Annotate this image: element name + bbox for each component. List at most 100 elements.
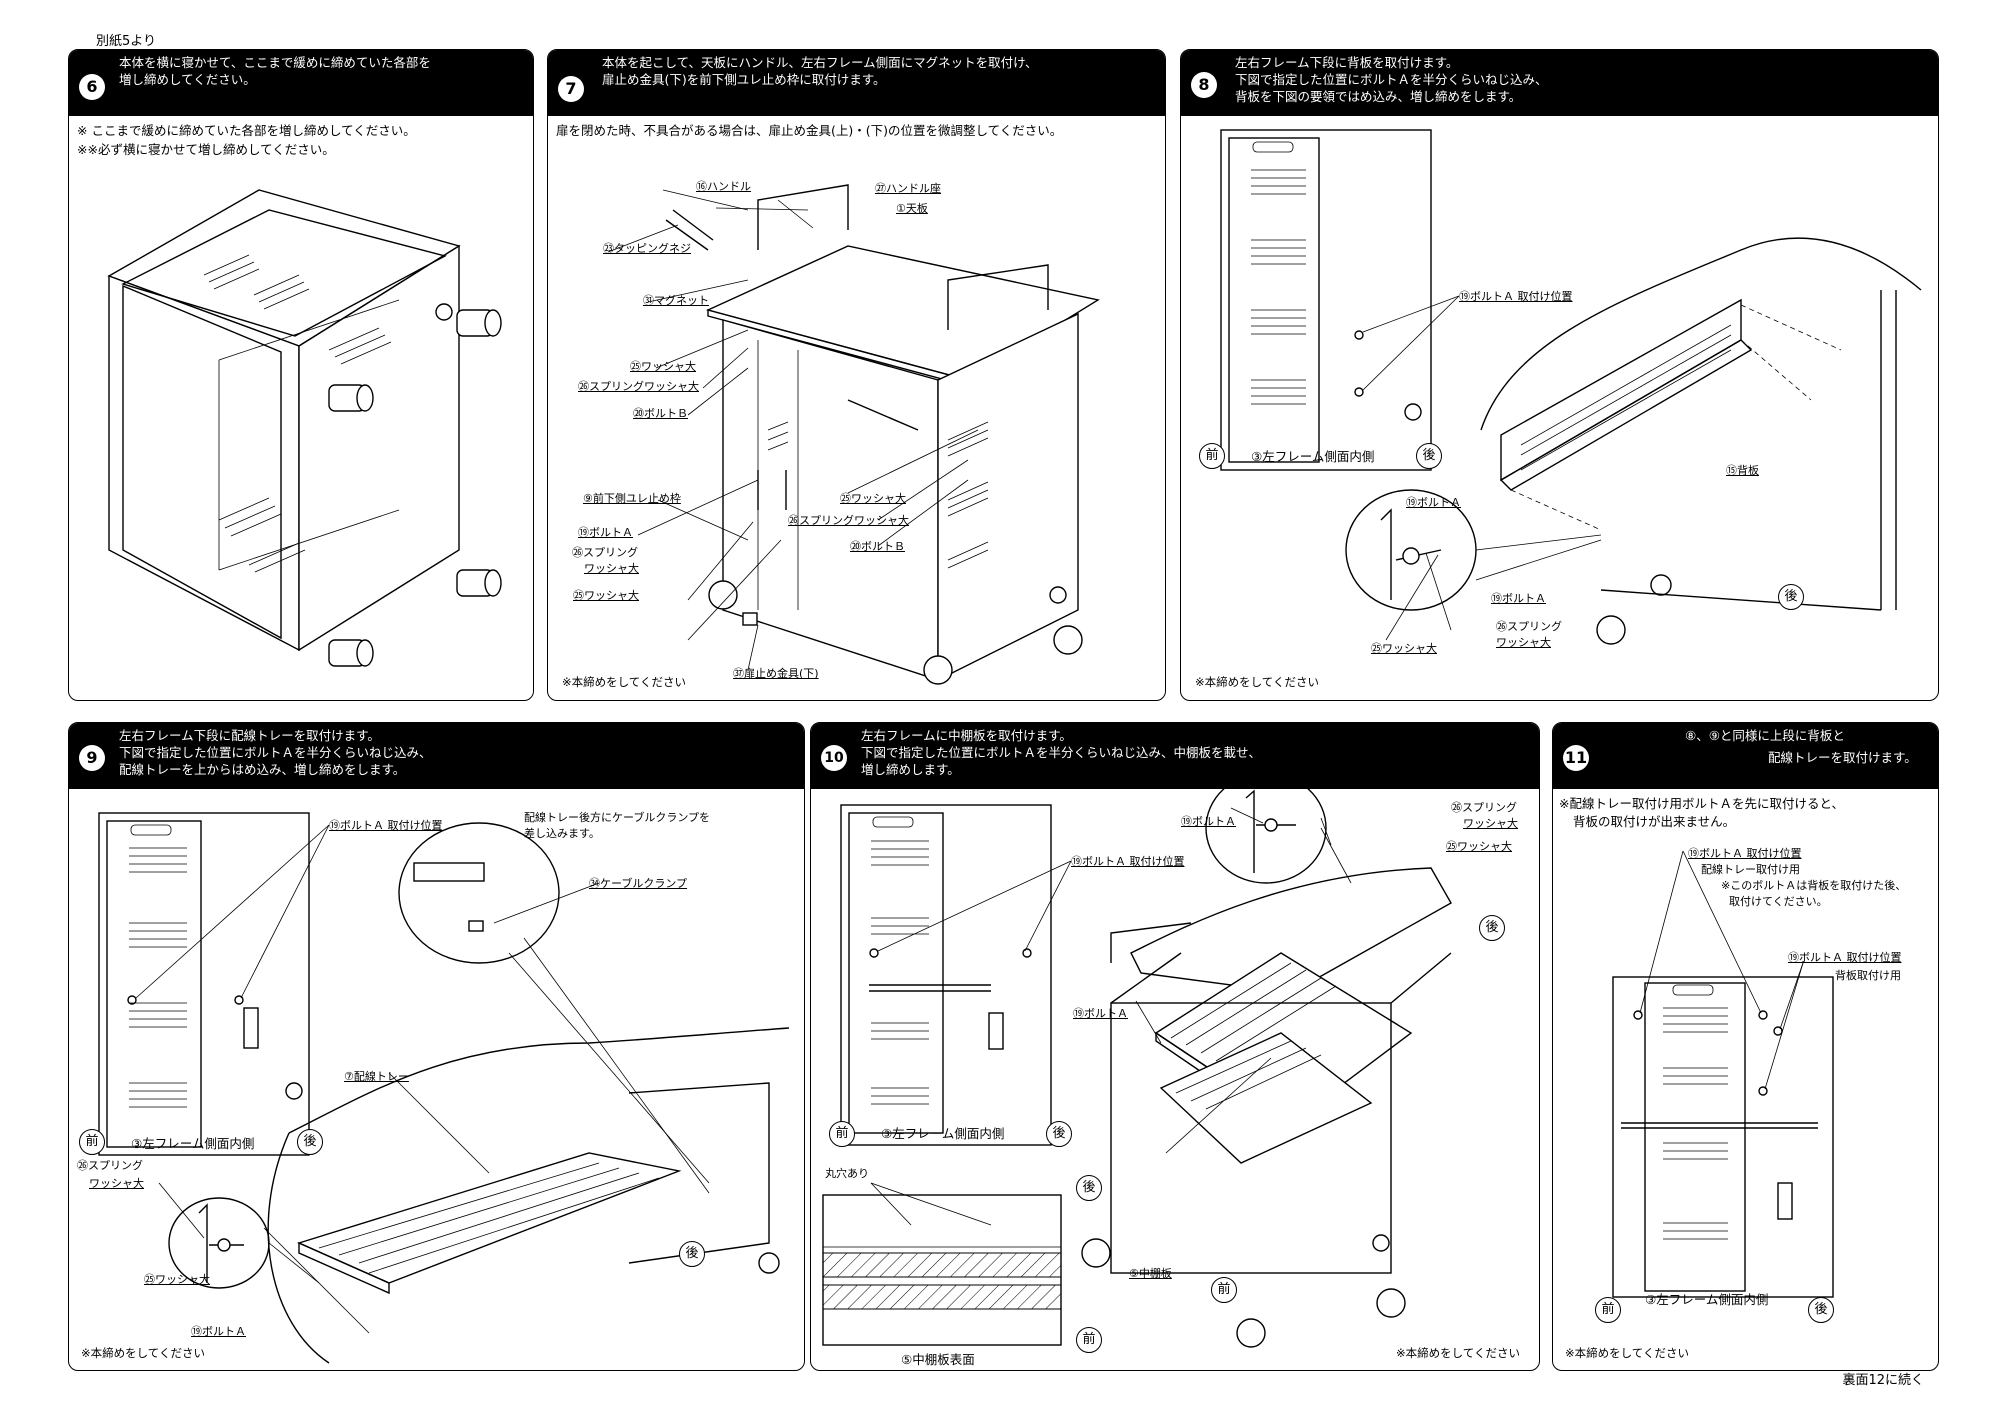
step-9-caption: ③左フレーム側面内側: [131, 1136, 255, 1151]
step-7-header-line-1: 本体を起こして、天板にハンドル、左右フレーム側面にマグネットを取付け、: [602, 55, 1038, 70]
step-9-label-1: ⑲ボルトＡ 取付け位置: [329, 819, 443, 832]
step-8-number: 8: [1191, 72, 1217, 98]
step-9-header-line-2: 下図で指定した位置にボルトＡを半分くらいねじ込み、: [119, 745, 432, 760]
step-10-label-1: ⑲ボルトＡ 取付け位置: [1071, 855, 1185, 868]
step-7-header-line-2: 扉止め金具(下)を前下側ユレ止め枠に取付けます。: [602, 72, 886, 87]
step-9-front-marker: 前: [79, 1129, 105, 1155]
step-11-sub1-line-2: ※このボルトＡは背板を取付けた後、: [1721, 879, 1907, 892]
step-6-illustration: [107, 189, 502, 667]
top-note: 別紙5より: [96, 34, 157, 49]
step-10-panel: 10 左右フレームに中棚板を取付けます。 下図で指定した位置にボルトＡを半分くら…: [810, 722, 1540, 1371]
step-10-header-line-3: 増し締めします。: [861, 762, 960, 777]
step-10-front-bottom-marker: 前: [1076, 1327, 1102, 1353]
step-9-label-3: ⑦配線トレー: [344, 1070, 409, 1083]
step-7-label-7: ㉖スプリングワッシャ大: [578, 380, 699, 393]
step-7-footer: ※本締めをしてください: [562, 675, 686, 689]
step-8-back-marker-2: 後: [1778, 584, 1804, 610]
step-7-label-11: ㉖スプリング: [572, 546, 638, 559]
step-9-illustration: [98, 812, 790, 1364]
step-11-number: 11: [1563, 745, 1589, 771]
bottom-note: 裏面12に続く: [1842, 1373, 1924, 1388]
step-10-footer: ※本締めをしてください: [1396, 1346, 1520, 1360]
step-9-label-6: ㉕ワッシャ大: [144, 1273, 210, 1286]
step-11-sub2: 背板取付け用: [1835, 969, 1901, 982]
step-7-label-15: ㉖スプリングワッシャ大: [788, 514, 909, 527]
step-9-clamp-note-2: 差し込みます。: [524, 827, 600, 840]
step-11-header-line-2: 配線トレーを取付けます。: [1768, 750, 1917, 765]
step-9-label-5: ワッシャ大: [89, 1177, 144, 1190]
step-10-hole-note: 丸穴あり: [825, 1167, 869, 1180]
step-6-header: 6 本体を横に寝かせて、ここまで緩めに締めていた各部を 増し締めしてください。: [69, 50, 533, 116]
step-10-header-line-1: 左右フレームに中棚板を取付けます。: [861, 728, 1072, 743]
step-6-panel: 6 本体を横に寝かせて、ここまで緩めに締めていた各部を 増し締めしてください。 …: [68, 49, 534, 701]
step-11-panel: 11 ⑧、⑨と同様に上段に背板と 配線トレーを取付けます。 ※配線トレー取付け用…: [1552, 722, 1939, 1371]
step-8-panel: 8 左右フレーム下段に背板を取付けます。 下図で指定した位置にボルトＡを半分くら…: [1180, 49, 1939, 701]
step-8-label-7: ㉕ワッシャ大: [1371, 642, 1437, 655]
step-8-header-line-1: 左右フレーム下段に背板を取付けます。: [1235, 55, 1459, 70]
step-8-header-line-2: 下図で指定した位置にボルトＡを半分くらいねじ込み、: [1235, 72, 1548, 87]
step-7-label-12: ワッシャ大: [584, 562, 639, 575]
step-8-back-marker: 後: [1416, 443, 1442, 469]
step-8-label-1: ⑲ボルトＡ 取付け位置: [1459, 290, 1573, 303]
step-11-caption: ③左フレーム側面内側: [1645, 1292, 1769, 1307]
step-10-front-right-marker: 前: [1211, 1277, 1237, 1303]
step-10-label-3: ⑲ボルトＡ: [1073, 1007, 1128, 1020]
step-7-label-1: ⑯ハンドル: [696, 180, 751, 193]
step-8-header-line-3: 背板を下図の要領ではめ込み、増し締めをします。: [1235, 89, 1522, 104]
step-7-illustration: [607, 184, 1100, 685]
step-11-header: 11 ⑧、⑨と同様に上段に背板と 配線トレーを取付けます。: [1553, 723, 1938, 789]
step-11-label-1: ⑲ボルトＡ 取付け位置: [1688, 847, 1802, 860]
step-7-note: 扉を閉めた時、不具合がある場合は、扉止め金具(上)・(下)の位置を微調整してくだ…: [556, 123, 1063, 138]
step-7-label-4: ㉓タッピングネジ: [603, 242, 691, 255]
step-7-label-13: ㉕ワッシャ大: [573, 589, 639, 602]
step-7-label-10: ⑲ボルトＡ: [578, 526, 633, 539]
step-8-label-5: ㉖スプリング: [1496, 620, 1562, 633]
step-10-label-4: ㉖スプリング: [1451, 801, 1517, 814]
step-7-label-5: ㉛マグネット: [643, 294, 709, 307]
step-11-header-line-1: ⑧、⑨と同様に上段に背板と: [1685, 728, 1845, 743]
step-8-front-marker: 前: [1199, 443, 1225, 469]
step-9-back-marker: 後: [297, 1129, 323, 1155]
step-10-number: 10: [821, 745, 847, 771]
step-7-label-9: ⑨前下側ユレ止め枠: [583, 492, 681, 505]
step-10-label-6: ㉕ワッシャ大: [1446, 840, 1512, 853]
step-9-header-line-3: 配線トレーを上からはめ込み、増し締めをします。: [119, 762, 406, 777]
step-8-label-6: ワッシャ大: [1496, 636, 1551, 649]
step-10-header: 10 左右フレームに中棚板を取付けます。 下図で指定した位置にボルトＡを半分くら…: [811, 723, 1539, 789]
step-10-header-line-2: 下図で指定した位置にボルトＡを半分くらいねじ込み、中棚板を載せ、: [861, 745, 1262, 760]
step-11-illustration: [1612, 850, 1834, 1298]
step-9-header: 9 左右フレーム下段に配線トレーを取付けます。 下図で指定した位置にボルトＡを半…: [69, 723, 804, 789]
step-6-note-1: ※ ここまで緩めに締めていた各部を増し締めしてください。: [77, 123, 416, 138]
step-7-label-2: ㉗ハンドル座: [875, 182, 941, 195]
step-10-label-5: ワッシャ大: [1463, 817, 1518, 830]
step-8-caption: ③左フレーム側面内側: [1251, 449, 1375, 464]
step-11-footer: ※本締めをしてください: [1565, 1346, 1689, 1360]
step-7-label-16: ⑳ボルトＢ: [850, 540, 905, 553]
step-7-label-6: ㉕ワッシャ大: [630, 360, 696, 373]
step-9-header-line-1: 左右フレーム下段に配線トレーを取付けます。: [119, 728, 380, 743]
step-6-header-line-1: 本体を横に寝かせて、ここまで緩めに締めていた各部を: [119, 55, 431, 70]
step-11-sub1-line-1: 配線トレー取付け用: [1701, 863, 1800, 876]
step-10-caption: ③左フレーム側面内側: [881, 1126, 1005, 1141]
step-11-label-2: ⑲ボルトＡ 取付け位置: [1788, 951, 1902, 964]
step-11-sub1-line-3: 取付けてください。: [1729, 895, 1828, 908]
step-8-footer: ※本締めをしてください: [1195, 675, 1319, 689]
step-10-back-top-marker: 後: [1076, 1175, 1102, 1201]
step-10-back-right-marker: 後: [1479, 915, 1505, 941]
step-10-label-7: ⑤中棚板: [1129, 1267, 1172, 1280]
step-9-footer: ※本締めをしてください: [81, 1346, 205, 1360]
step-11-front-marker: 前: [1595, 1297, 1621, 1323]
step-8-illustration: [1220, 129, 1922, 645]
step-10-illustration: [822, 772, 1452, 1348]
step-7-label-8: ⑳ボルトＢ: [633, 407, 688, 420]
step-10-caption-2: ⑤中棚板表面: [901, 1352, 975, 1367]
step-9-clamp-note-1: 配線トレー後方にケーブルクランプを: [524, 811, 711, 824]
step-7-label-14: ㉕ワッシャ大: [840, 492, 906, 505]
step-9-number: 9: [79, 745, 105, 771]
step-11-back-marker: 後: [1808, 1297, 1834, 1323]
step-10-front-marker: 前: [829, 1121, 855, 1147]
step-9-back-marker-2: 後: [679, 1241, 705, 1267]
step-10-label-2: ⑲ボルトＡ: [1181, 815, 1236, 828]
step-6-number: 6: [79, 74, 105, 100]
step-9-label-4: ㉖スプリング: [77, 1159, 143, 1172]
